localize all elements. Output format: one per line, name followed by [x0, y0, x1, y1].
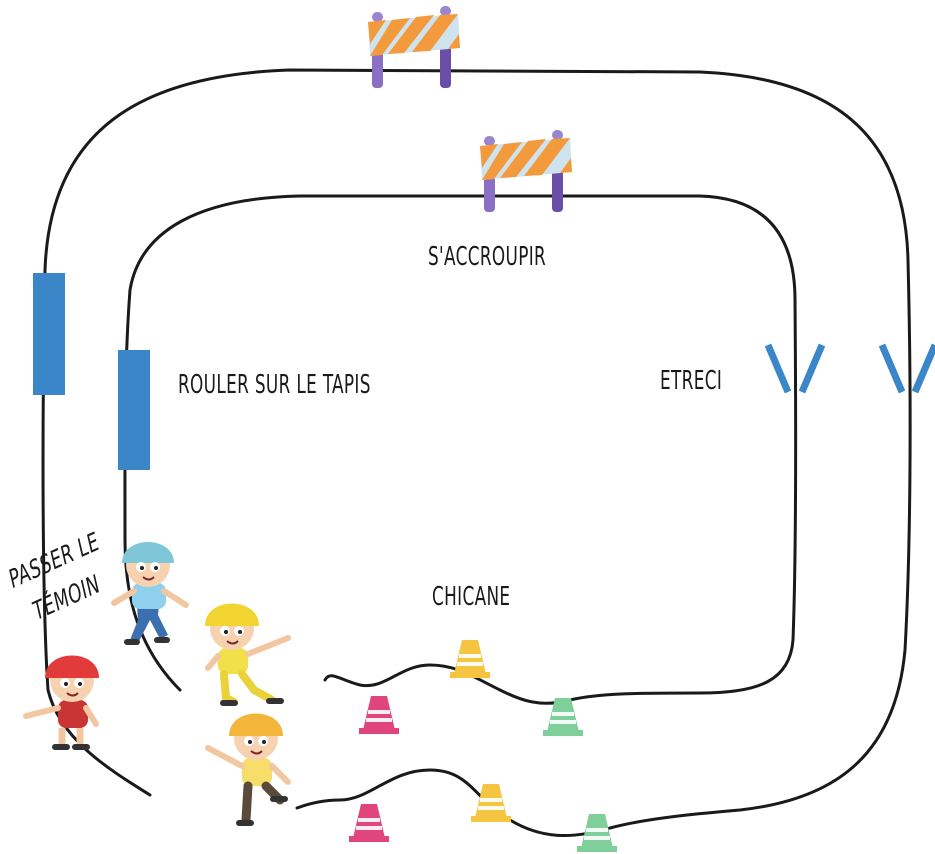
cone-icon-yellow-top — [450, 640, 490, 678]
skater-icon-yellow-helmet — [205, 603, 291, 706]
label-accroupir: S'ACCROUPIR — [428, 242, 547, 272]
barrier-icon-inner — [480, 130, 572, 212]
skater-icon-red-helmet — [23, 655, 99, 750]
mat-icon-inner — [118, 350, 150, 470]
barrier-icon-outer — [368, 6, 460, 88]
label-etreci: ETRECI — [660, 366, 723, 396]
outer-track — [41, 68, 912, 837]
narrow-gate-icon-inner — [764, 343, 826, 394]
label-rouler-sur-le-tapis: ROULER SUR LE TAPIS — [178, 370, 371, 400]
cone-icon-pink-left-top — [359, 696, 399, 734]
cone-icon-yellow-bottom — [471, 784, 511, 822]
narrow-gate-icon-outer — [878, 343, 935, 394]
cone-icon-pink-bottom — [349, 804, 389, 842]
skater-icon-blue-helmet — [111, 542, 189, 645]
skater-icon-orange-helmet — [205, 713, 291, 826]
mat-icon-outer — [33, 273, 65, 395]
label-chicane: CHICANE — [432, 582, 511, 612]
